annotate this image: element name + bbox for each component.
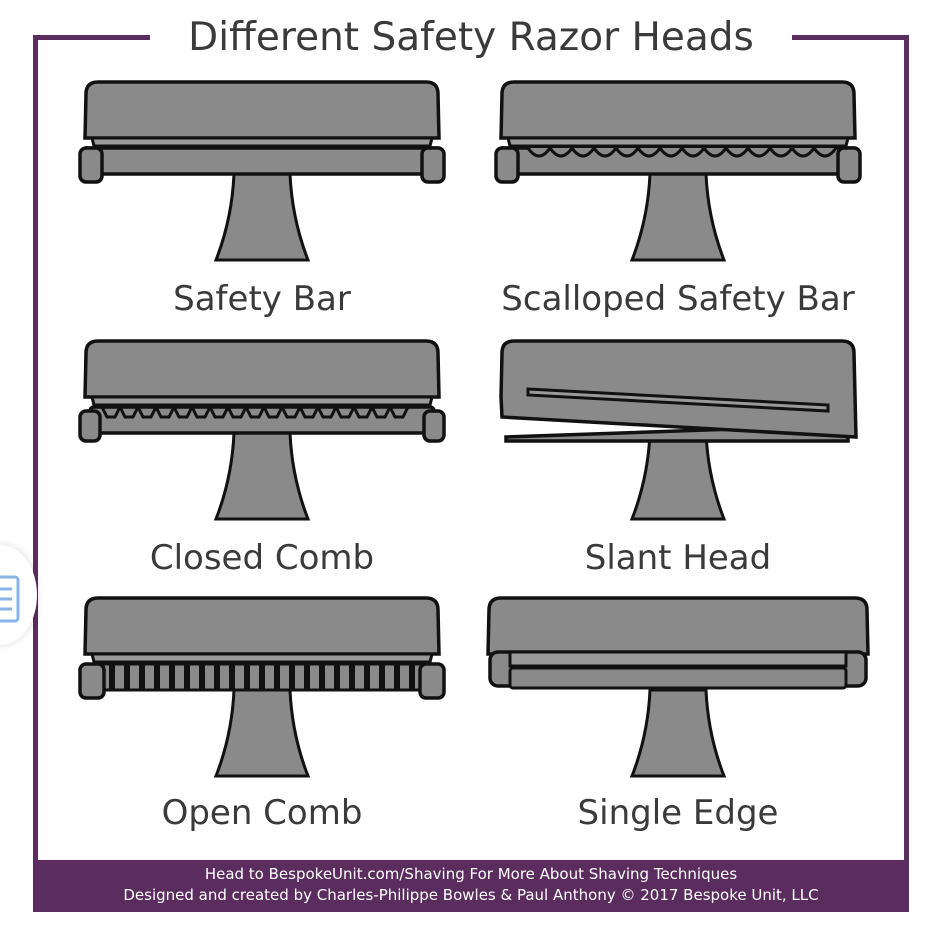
credits-footer: Head to BespokeUnit.com/Shaving For More… [38,860,904,910]
single-edge-head [486,596,870,778]
open-comb-head [78,596,446,778]
safety-bar-head [78,80,446,262]
footer-line-1: Head to BespokeUnit.com/Shaving For More… [204,865,738,883]
head-label-safety-bar: Safety Bar [173,279,351,319]
slant-head-head [499,339,858,521]
document-icon[interactable] [0,575,22,625]
diagram-title: Different Safety Razor Heads [188,15,754,60]
head-label-open-comb: Open Comb [161,793,363,833]
head-label-single-edge: Single Edge [577,793,779,833]
footer-line-2: Designed and created by Charles-Philippe… [123,886,819,904]
head-label-closed-comb: Closed Comb [149,538,375,578]
head-label-scalloped-safety-bar: Scalloped Safety Bar [501,279,855,319]
head-label-slant-head: Slant Head [584,538,772,578]
closed-comb-head [78,339,446,521]
scalloped-safety-bar-head [494,80,862,262]
